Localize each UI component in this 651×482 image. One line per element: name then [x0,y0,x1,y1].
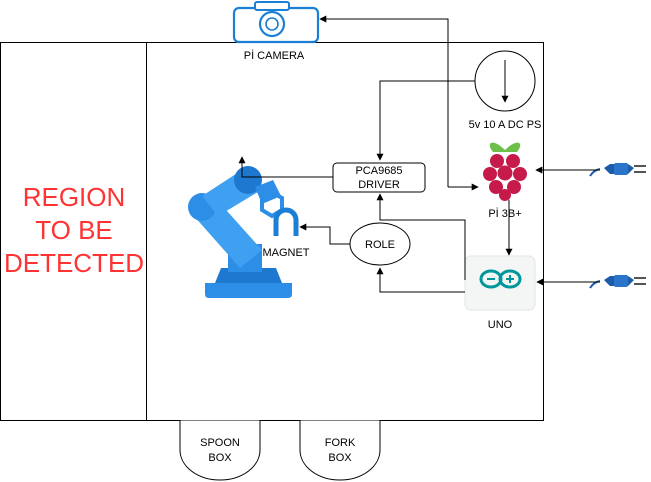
arduino-icon [464,255,536,311]
connector-driver-robot [238,156,333,178]
spoon-box-line-2: BOX [208,452,232,464]
camera-icon [232,1,320,44]
power-supply-label: 5v 10 A DC PS [469,119,542,131]
connector-ps-driver [376,80,475,161]
region-line-2: TO BE [35,215,113,245]
raspberry-pi-label: Pİ 3B+ [488,207,521,220]
region-line-1: REGION [23,182,126,212]
robot-arm-icon [188,166,292,298]
magnet-label: MAGNET [262,247,309,259]
connector-uno-role [376,267,465,293]
fork-box-line-1: FORK [325,437,356,449]
fork-box [299,420,381,481]
magnet-icon [273,207,299,236]
camera-label: Pİ CAMERA [244,49,305,62]
uno-label: UNO [488,319,513,331]
region-line-3: DETECTED [4,248,144,278]
region-label: REGION TO BE DETECTED [4,182,144,278]
driver-label-line-2: DRIVER [358,179,400,191]
connectors [238,15,600,293]
spoon-box-line-1: SPOON [200,437,240,449]
connector-role-magnet [299,223,350,245]
power-plug-icon [589,163,646,177]
role-label: ROLE [365,239,395,251]
connector-camera-pi [319,15,449,187]
spoon-box [179,420,261,481]
power-plug-icon [589,275,646,289]
raspberry-pi-icon [483,142,527,201]
connector-uno-driver [376,193,466,280]
power-supply-icon [474,50,536,112]
driver-label-line-1: PCA9685 [355,165,402,177]
fork-box-line-2: BOX [328,452,352,464]
